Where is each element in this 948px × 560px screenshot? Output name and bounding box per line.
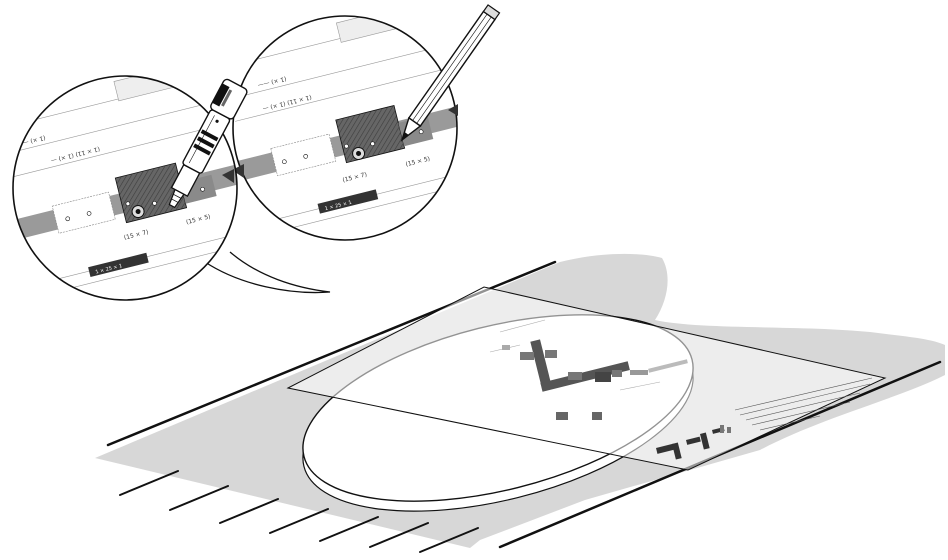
leg-line xyxy=(220,499,278,523)
leg-line xyxy=(320,517,378,541)
leg-line xyxy=(120,471,178,495)
callout-tail xyxy=(205,252,330,293)
leg-line xyxy=(270,509,328,533)
detail-circle-marking: (1 ×) —— (1 × 11) (1 ×) — (15 × 7) (15 ×… xyxy=(208,0,488,240)
leg-line xyxy=(170,486,228,510)
